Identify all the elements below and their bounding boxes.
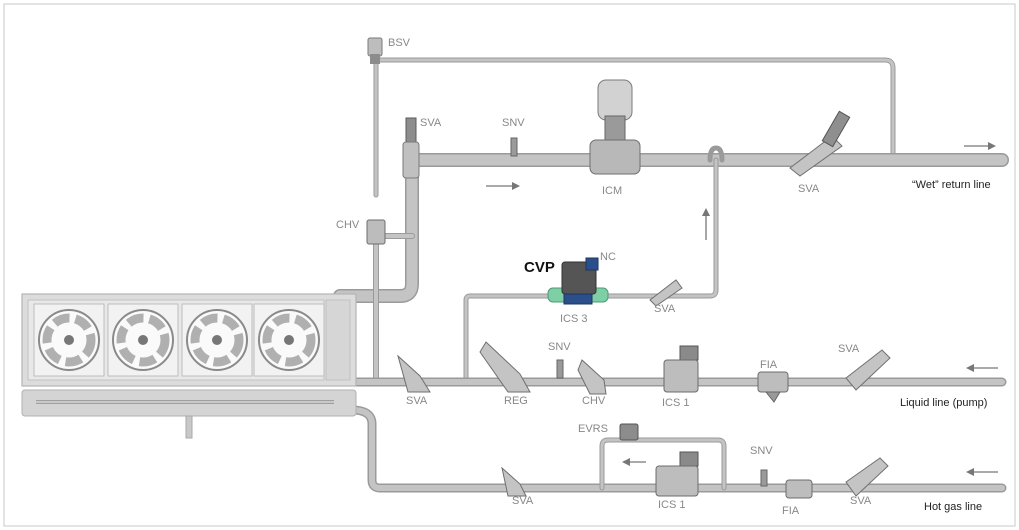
icm-valve-icon xyxy=(589,79,641,175)
label-snv-mid: SNV xyxy=(548,341,571,353)
fan-1-icon xyxy=(33,303,105,377)
label-sva-return: SVA xyxy=(798,183,820,195)
label-evrs: EVRS xyxy=(578,423,608,435)
sva-return-valve-icon xyxy=(789,110,851,177)
label-snv-hotgas: SNV xyxy=(750,445,773,457)
label-chv-liquid: CHV xyxy=(582,395,606,407)
label-sva-liquid-right: SVA xyxy=(838,343,860,355)
label-liquid-line: Liquid line (pump) xyxy=(900,397,987,409)
label-sva-liquid-left: SVA xyxy=(406,395,428,407)
label-sva-mid: SVA xyxy=(654,303,676,315)
sva-hotgas-left-valve-icon xyxy=(501,466,527,497)
label-ics3: ICS 3 xyxy=(560,313,588,325)
arrow-left-icon xyxy=(966,468,998,476)
label-icm: ICM xyxy=(602,185,622,197)
sva-liquid-right-valve-icon xyxy=(845,349,891,391)
label-fia-liquid: FIA xyxy=(760,359,778,371)
arrow-left-icon xyxy=(622,458,646,466)
snv-mid-valve-icon xyxy=(556,359,564,379)
label-ics1-liquid: ICS 1 xyxy=(662,397,690,409)
sva-mid-valve-icon xyxy=(649,279,683,307)
fan-4-icon xyxy=(253,303,325,377)
label-bsv: BSV xyxy=(388,37,411,49)
label-sva-hotgas-right: SVA xyxy=(850,495,872,507)
sva-top-valve-icon xyxy=(402,117,420,179)
label-nc: NC xyxy=(600,251,616,263)
frame xyxy=(3,3,1016,527)
arrow-right-icon xyxy=(486,182,520,190)
chv-left-valve-icon xyxy=(366,219,386,245)
sva-liquid-left-valve-icon xyxy=(397,354,431,393)
bsv-valve-icon xyxy=(367,37,383,64)
label-sva-top: SVA xyxy=(420,117,442,129)
fia-hotgas-valve-icon xyxy=(785,479,813,499)
arrow-right-icon xyxy=(964,142,996,150)
fan-2-icon xyxy=(107,303,179,377)
chv-liquid-valve-icon xyxy=(577,359,607,395)
arrow-left-icon xyxy=(966,364,998,372)
label-fia-hotgas: FIA xyxy=(782,505,800,517)
arrow-up-icon xyxy=(702,208,710,240)
flow-arrows xyxy=(486,142,998,476)
labels: BSV SVA SNV ICM SVA “Wet” return line CH… xyxy=(336,37,991,517)
label-chv-left: CHV xyxy=(336,219,360,231)
fan-3-icon xyxy=(181,303,253,377)
label-reg: REG xyxy=(504,395,528,407)
fia-liquid-valve-icon xyxy=(757,371,789,403)
ics1-hotgas-valve-icon xyxy=(655,451,699,497)
cvp-ics3-valve-icon xyxy=(547,257,609,305)
label-cvp: CVP xyxy=(524,259,555,276)
label-snv-top: SNV xyxy=(502,117,525,129)
evaporator xyxy=(21,293,357,439)
reg-valve-icon xyxy=(479,341,531,393)
label-wet-return-line: “Wet” return line xyxy=(912,179,991,191)
snv-top-valve-icon xyxy=(510,137,518,157)
label-sva-hotgas-left: SVA xyxy=(512,495,534,507)
label-hot-gas-line: Hot gas line xyxy=(924,501,982,513)
evrs-valve-icon xyxy=(619,423,639,441)
label-ics1-hotgas: ICS 1 xyxy=(658,499,686,511)
snv-hotgas-valve-icon xyxy=(760,469,768,487)
ics1-liquid-valve-icon xyxy=(663,345,699,393)
sva-hotgas-right-valve-icon xyxy=(845,457,889,497)
